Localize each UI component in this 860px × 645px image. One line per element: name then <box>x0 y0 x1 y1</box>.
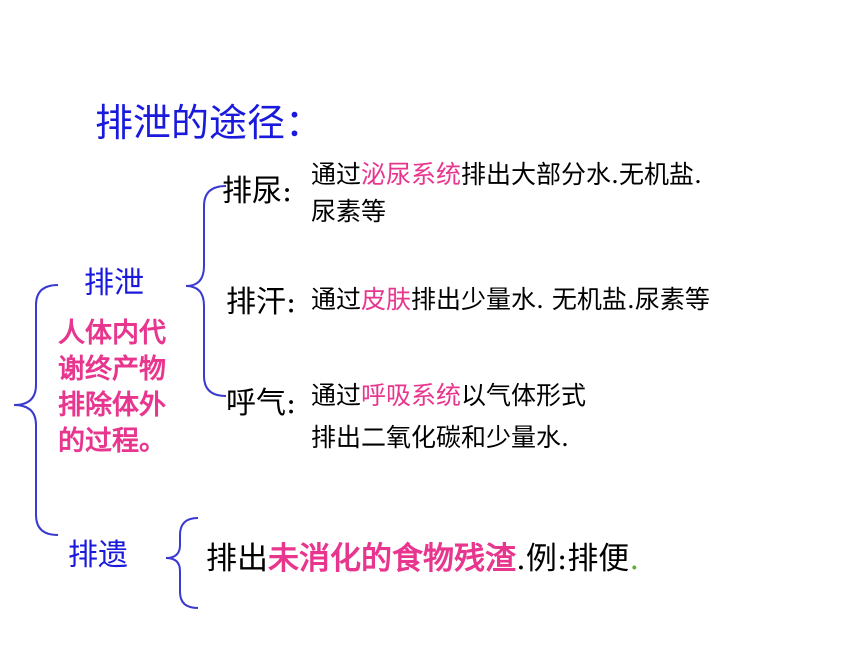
route-pre: 通过 <box>311 160 362 189</box>
page-title: 排泄的途径： <box>95 101 324 145</box>
route-text-sweating: 通过皮肤排出少量水. 无机盐.尿素等 <box>311 280 710 316</box>
definition-line: 排除体外 <box>58 390 166 421</box>
route-pre: 通过 <box>311 381 362 410</box>
excretion-definition: 人体内代 谢终产物 排除体外 的过程。 <box>58 316 166 460</box>
egestion-end: . <box>629 541 640 577</box>
route-organ: 皮肤 <box>361 285 412 314</box>
egestion-highlight: 未消化的食物残渣 <box>268 541 516 577</box>
route-text-urination: 通过泌尿系统排出大部分水.无机盐. <box>311 155 702 191</box>
route-post: 排出少量水. 无机盐.尿素等 <box>411 285 710 314</box>
egestion-label: 排遗 <box>68 538 128 573</box>
egestion-brace <box>165 517 199 609</box>
definition-line: 的过程。 <box>58 426 166 457</box>
route-post: 排出大部分水.无机盐. <box>461 160 702 189</box>
egestion-example: 排便 <box>567 541 630 577</box>
route-label-exhalation: 呼气: <box>226 386 297 421</box>
definition-line: 谢终产物 <box>58 354 166 385</box>
definition-line: 人体内代 <box>58 318 166 349</box>
route-pre: 通过 <box>311 285 362 314</box>
route-label-sweating: 排汗: <box>226 285 297 320</box>
egestion-text: 排出未消化的食物残渣.例:排便. <box>206 533 639 578</box>
outer-brace <box>13 284 59 536</box>
route-text-exhalation: 通过呼吸系统以气体形式 <box>311 376 586 412</box>
route-line2-exhalation: 排出二氧化碳和少量水. <box>311 423 569 452</box>
egestion-pre: 排出 <box>206 541 268 577</box>
excretion-brace <box>185 185 227 397</box>
route-line2-urination: 尿素等 <box>311 197 387 226</box>
egestion-mid: .例: <box>516 541 568 577</box>
route-organ: 泌尿系统 <box>361 160 462 189</box>
route-organ: 呼吸系统 <box>361 381 462 410</box>
excretion-label: 排泄 <box>84 266 144 301</box>
route-post: 以气体形式 <box>461 381 587 410</box>
route-label-urination: 排尿: <box>222 174 293 209</box>
